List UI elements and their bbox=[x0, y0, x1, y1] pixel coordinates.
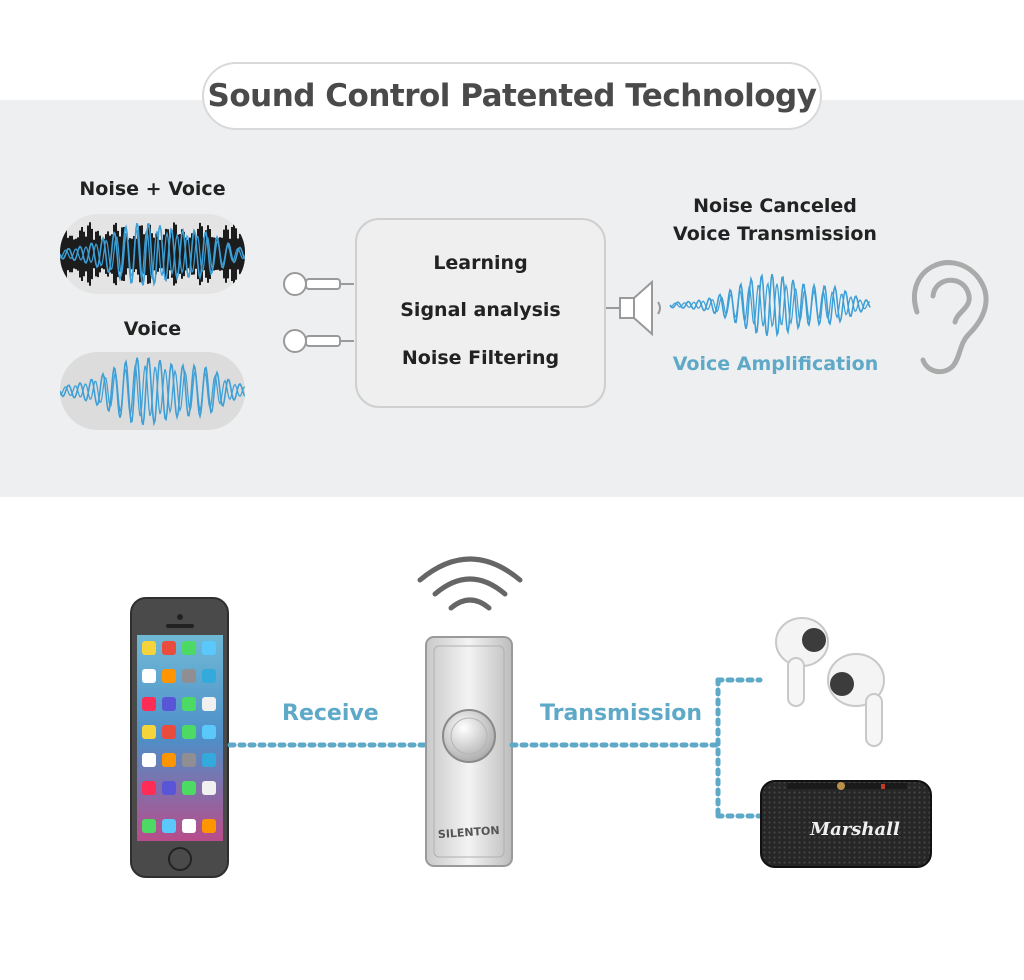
dock-app-icon bbox=[142, 819, 156, 833]
page-title: Sound Control Patented Technology bbox=[202, 62, 822, 130]
app-icon bbox=[182, 753, 196, 767]
app-icon bbox=[162, 697, 176, 711]
microphone-icon bbox=[283, 329, 354, 353]
clean-voice-waveform bbox=[669, 273, 871, 338]
processing-step-learning: Learning bbox=[433, 252, 528, 274]
dock-app-icon bbox=[202, 819, 216, 833]
app-icon bbox=[202, 781, 216, 795]
app-icon bbox=[142, 753, 156, 767]
voice-amplification-label: Voice Amplification bbox=[672, 353, 879, 375]
dock-app-icon bbox=[162, 819, 176, 833]
app-icon bbox=[182, 781, 196, 795]
app-icon bbox=[142, 669, 156, 683]
app-icon bbox=[182, 669, 196, 683]
receive-label: Receive bbox=[282, 701, 379, 726]
silenton-device: SILENTON bbox=[425, 636, 513, 867]
wireless-earbuds-image bbox=[775, 617, 885, 747]
app-icon bbox=[162, 781, 176, 795]
output-label-line1: Noise Canceled bbox=[693, 195, 857, 217]
app-icon bbox=[202, 725, 216, 739]
app-icon bbox=[162, 641, 176, 655]
output-wave-line bbox=[669, 273, 871, 338]
voice-label: Voice bbox=[123, 318, 182, 340]
ear-icon bbox=[912, 260, 989, 375]
dock-app-icon bbox=[182, 819, 196, 833]
voice-wave-line bbox=[60, 364, 245, 417]
app-icon bbox=[182, 641, 196, 655]
app-icon bbox=[162, 753, 176, 767]
app-icon bbox=[202, 669, 216, 683]
microphone-icon bbox=[283, 272, 354, 296]
app-icon bbox=[182, 697, 196, 711]
speaker-brand: Marshall bbox=[809, 819, 900, 840]
noise-voice-waveform bbox=[60, 214, 245, 294]
app-icon bbox=[202, 753, 216, 767]
app-icon bbox=[162, 669, 176, 683]
processing-box: Learning Signal analysis Noise Filtering bbox=[355, 218, 606, 408]
wireless-signal-icon bbox=[417, 556, 523, 611]
app-icon bbox=[202, 697, 216, 711]
smartphone-image bbox=[130, 597, 229, 878]
transmission-label: Transmission bbox=[540, 701, 703, 726]
app-icon bbox=[182, 725, 196, 739]
app-icon bbox=[202, 641, 216, 655]
speaker-icon bbox=[606, 279, 661, 337]
voice-waveform bbox=[60, 352, 245, 430]
receive-connection-line bbox=[227, 742, 429, 748]
app-icon bbox=[142, 725, 156, 739]
app-icon bbox=[162, 725, 176, 739]
voice-wave-line bbox=[60, 357, 245, 427]
processing-step-noise-filtering: Noise Filtering bbox=[401, 347, 560, 369]
processing-step-signal-analysis: Signal analysis bbox=[400, 299, 561, 321]
noise-voice-label: Noise + Voice bbox=[79, 178, 226, 200]
bluetooth-speaker-image: Marshall bbox=[760, 780, 932, 868]
device-brand: SILENTON bbox=[437, 824, 500, 841]
voice-wave-line bbox=[60, 227, 245, 280]
output-label-line2: Voice Transmission bbox=[673, 223, 877, 245]
app-icon bbox=[142, 697, 156, 711]
app-icon bbox=[142, 781, 156, 795]
output-wave-line bbox=[669, 281, 871, 328]
app-icon bbox=[142, 641, 156, 655]
transmission-connection-line bbox=[509, 677, 763, 821]
